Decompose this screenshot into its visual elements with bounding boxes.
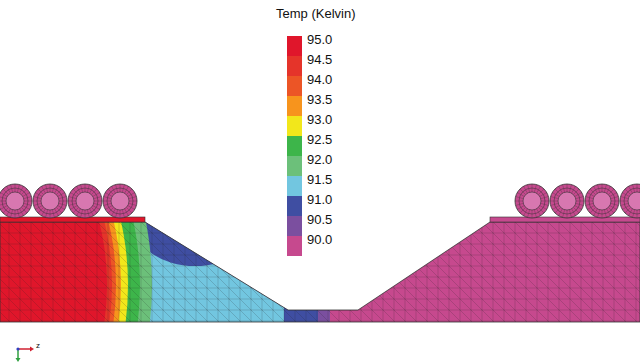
legend-swatch — [287, 56, 302, 76]
legend-value: 95.0 — [307, 32, 332, 48]
temperature-field — [0, 20, 640, 364]
axis-label: z — [36, 341, 40, 350]
legend-swatch — [287, 216, 302, 236]
legend-swatch — [287, 196, 302, 216]
legend-value: 94.0 — [307, 72, 332, 88]
legend-value: 90.5 — [307, 212, 332, 228]
legend-value: 94.5 — [307, 52, 332, 68]
legend-value: 91.0 — [307, 192, 332, 208]
legend-swatch — [287, 76, 302, 96]
legend-swatch — [287, 36, 302, 56]
legend-swatch — [287, 156, 302, 176]
legend-title: Temp (Kelvin) — [276, 6, 355, 21]
legend-value: 92.5 — [307, 132, 332, 148]
legend-swatch — [287, 236, 302, 256]
legend-value: 93.5 — [307, 92, 332, 108]
legend-value: 92.0 — [307, 152, 332, 168]
axis-triad — [16, 347, 35, 363]
legend-swatch — [287, 136, 302, 156]
legend-swatch — [287, 176, 302, 196]
legend-swatch — [287, 96, 302, 116]
legend-value: 93.0 — [307, 112, 332, 128]
legend-swatch — [287, 116, 302, 136]
legend-value: 90.0 — [307, 232, 332, 248]
legend-value: 91.5 — [307, 172, 332, 188]
